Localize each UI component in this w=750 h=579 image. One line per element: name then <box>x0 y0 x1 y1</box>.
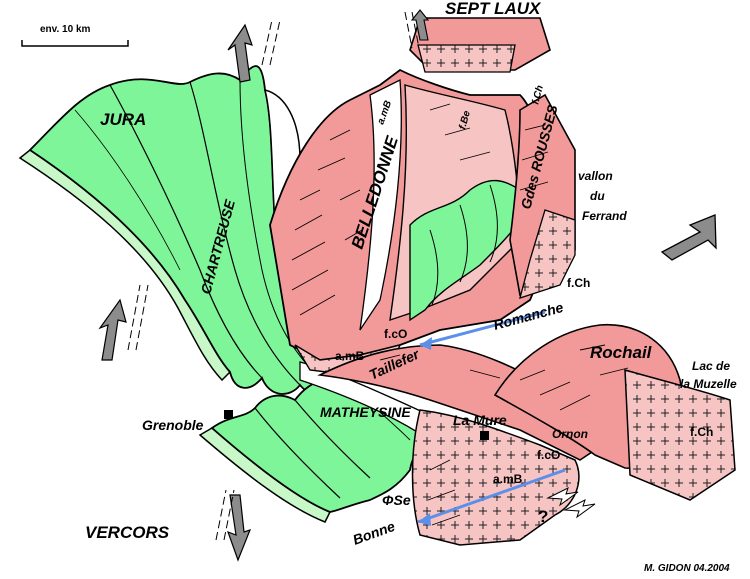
label-rochail: Rochail <box>590 343 653 362</box>
fault-arrow-sept-laux <box>404 9 430 49</box>
belledonne-block <box>269 68 558 376</box>
taillefer-block <box>317 344 596 546</box>
label-bonne: Bonne <box>351 518 398 548</box>
fault-arrow-north <box>227 19 281 83</box>
label-jura: JURA <box>100 110 146 129</box>
label-fbe: f.Be <box>457 109 473 131</box>
rousses-block <box>509 93 576 299</box>
small-arrows-bonne <box>546 487 596 519</box>
label-vallon-3: Ferrand <box>582 209 627 223</box>
label-amb-low: a.mB <box>493 472 523 486</box>
label-lac-1: Lac de <box>692 359 730 373</box>
label-ornon: Ornon <box>552 427 588 441</box>
label-grenoble: Grenoble <box>142 417 204 433</box>
label-sept-laux: SEPT LAUX <box>445 0 542 18</box>
river-bonne <box>417 468 566 526</box>
fault-arrow-west <box>98 284 149 361</box>
matheysine-block <box>198 361 441 523</box>
label-amb-mid: a.mB <box>335 349 365 363</box>
rochail-block <box>493 324 736 501</box>
label-fch-rousses: f.Ch <box>567 276 590 290</box>
label-vallon-2: du <box>590 189 605 203</box>
sept-laux-block <box>409 17 551 73</box>
label-la-mure: La Mure <box>453 412 507 428</box>
motion-arrow-east <box>660 214 717 261</box>
label-phi-se: ΦSe <box>382 492 411 508</box>
fault-arrow-south <box>215 489 252 562</box>
label-lac-2: la Muzelle <box>680 377 737 391</box>
label-signature: M. GIDON 04.2004 <box>644 563 730 574</box>
label-fco-ornon: f.cO <box>537 448 560 462</box>
label-matheysine: MATHEYSINE <box>320 404 411 420</box>
label-vercors: VERCORS <box>85 523 170 542</box>
la-mure-marker <box>480 431 489 440</box>
label-fco-romanche: f.cO <box>384 327 407 341</box>
scale-bar-label: env. 10 km <box>40 24 91 35</box>
river-romanche <box>419 310 546 350</box>
label-vallon-1: vallon <box>578 169 613 183</box>
label-fch-muzelle: f.Ch <box>690 425 713 439</box>
label-fch-top: f.Ch <box>530 84 546 106</box>
grenoble-marker <box>224 410 233 419</box>
label-question: ? <box>538 507 548 526</box>
scale-bar <box>21 40 129 47</box>
